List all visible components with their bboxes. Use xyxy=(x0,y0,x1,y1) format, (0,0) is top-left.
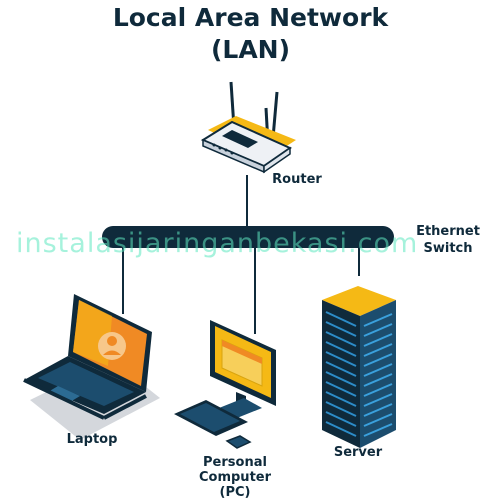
ethernet-switch-bar xyxy=(102,226,394,248)
diagram-title-line2: (LAN) xyxy=(210,35,291,64)
pc-label-line2: Computer xyxy=(198,470,272,485)
server-rack-icon xyxy=(322,286,396,448)
pc-label-line1: Personal xyxy=(203,455,267,470)
pc-label-line3: (PC) xyxy=(219,485,251,500)
switch-label-line2: Switch xyxy=(423,241,473,256)
server-label: Server xyxy=(333,445,383,460)
personal-computer-icon xyxy=(174,320,276,449)
router-icon xyxy=(200,81,296,174)
switch-label-line1: Ethernet xyxy=(416,224,480,239)
laptop-label: Laptop xyxy=(66,432,118,447)
router-label: Router xyxy=(272,172,322,187)
diagram-title-line1: Local Area Network xyxy=(112,3,389,32)
laptop-icon xyxy=(23,294,160,440)
watermark-text: instalasijaringanbekasi.com xyxy=(16,228,419,259)
